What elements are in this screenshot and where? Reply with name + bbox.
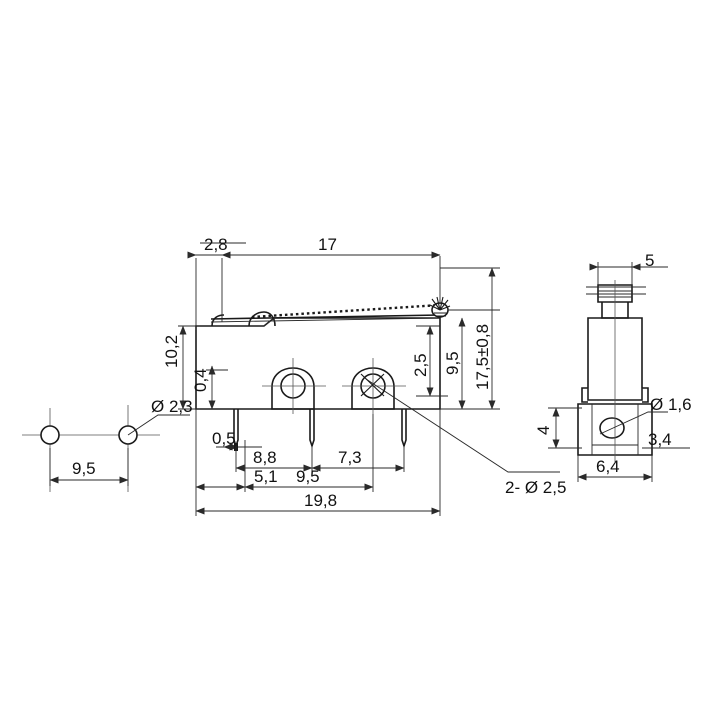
- label-7-3: 7,3: [338, 448, 362, 467]
- label-pitch-9-5: 9,5: [72, 459, 96, 478]
- terminal-pins: [233, 409, 407, 449]
- label-diameter-2-3: Ø 2,3: [151, 397, 193, 416]
- label-6-4: 6,4: [596, 457, 620, 476]
- label-2-8: 2,8: [204, 235, 228, 254]
- label-8-8: 8,8: [253, 448, 277, 467]
- label-0-4: 0,4: [191, 368, 210, 392]
- label-callout-2-dia-2-5: 2- Ø 2,5: [505, 478, 566, 497]
- label-9-5-bottom: 9,5: [296, 467, 320, 486]
- front-view: [178, 242, 560, 516]
- mounting-hole-left: [40, 425, 60, 445]
- side-view: [548, 262, 690, 482]
- label-9-5-right: 9,5: [443, 351, 462, 375]
- label-10-2: 10,2: [162, 335, 181, 368]
- label-17-5-tol: 17,5±0,8: [473, 324, 492, 390]
- label-2-5: 2,5: [411, 353, 430, 377]
- label-19-8: 19,8: [304, 491, 337, 510]
- label-0-5: 0,5: [212, 429, 236, 448]
- label-17: 17: [318, 235, 337, 254]
- label-diameter-1-6: Ø 1,6: [650, 395, 692, 414]
- label-3-4: 3,4: [648, 430, 672, 449]
- detail-hole-pattern: [22, 405, 190, 492]
- label-5: 5: [645, 251, 654, 270]
- label-4: 4: [534, 426, 553, 435]
- label-5-1: 5,1: [254, 467, 278, 486]
